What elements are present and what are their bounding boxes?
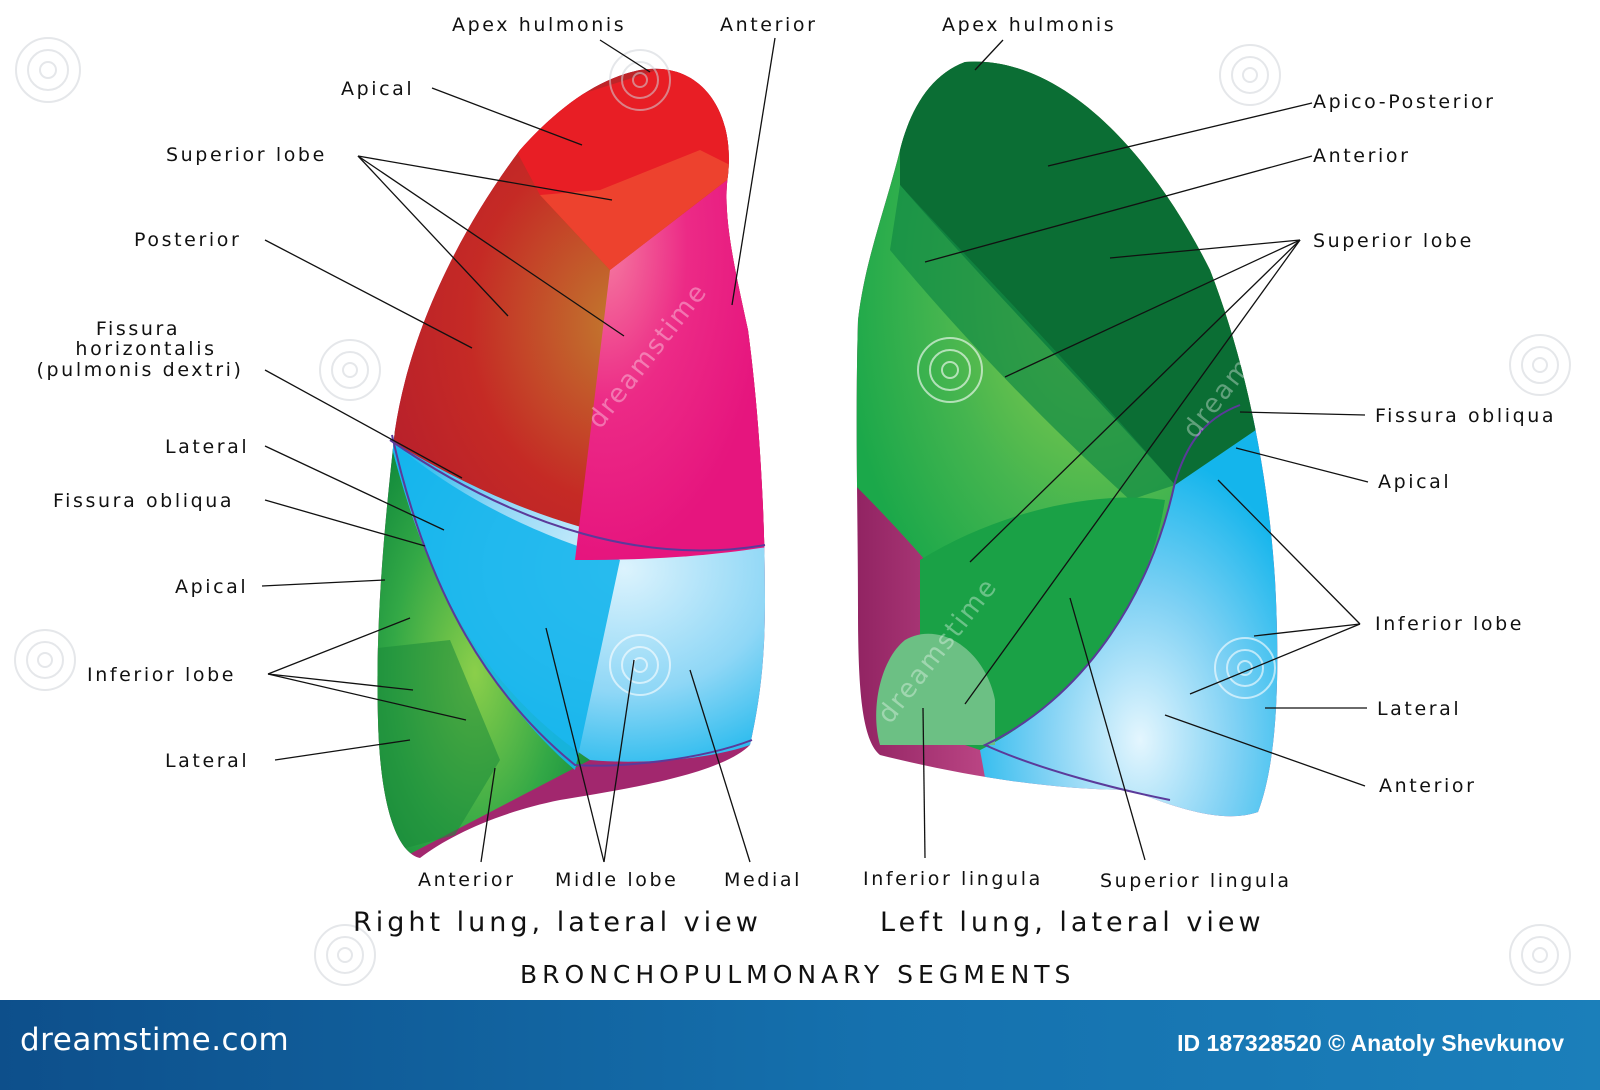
- caption-right-lung: Right lung, lateral view: [353, 907, 762, 938]
- label-superior-lingula-left: Superior lingula: [1100, 870, 1292, 892]
- right-inferior-lower-shade: [377, 640, 500, 858]
- right-lung-leader-lines: [261, 37, 776, 863]
- label-apical-left: Apical: [1378, 471, 1451, 493]
- footer-brand-logo[interactable]: dreamstime.com: [20, 1022, 290, 1058]
- watermark-spiral-icon: [319, 339, 381, 401]
- label-lateral-left: Lateral: [1377, 698, 1461, 720]
- right-lung-labels: Apex hulmonis Anterior Apical Superior l…: [37, 14, 818, 938]
- label-lateral-mid-right: Lateral: [165, 436, 249, 458]
- right-fissura-obliqua-line: [391, 434, 753, 767]
- left-lung-labels: Apex hulmonis Apico-Posterior Anterior S…: [863, 14, 1556, 938]
- label-medial-right: Medial: [724, 869, 802, 891]
- diagram-title: BRONCHOPULMONARY SEGMENTS: [520, 960, 1075, 989]
- label-apical-right: Apical: [341, 78, 414, 100]
- label-anterior-top-left: Anterior: [1313, 145, 1411, 167]
- watermark-spiral-icon: [1509, 334, 1571, 396]
- label-fissura-obliqua-right: Fissura obliqua: [53, 490, 234, 512]
- left-inferior-lobe: [980, 380, 1278, 817]
- watermark-spiral-icon: [917, 337, 983, 403]
- watermark-spiral-icon: [15, 37, 81, 103]
- left-apico-highlight: [890, 185, 1175, 500]
- caption-left-lung: Left lung, lateral view: [880, 907, 1265, 938]
- label-apico-posterior-left: Apico-Posterior: [1313, 91, 1496, 113]
- label-lateral-low-right: Lateral: [165, 750, 249, 772]
- right-middle-lateral: [390, 440, 620, 770]
- left-lung: [856, 61, 1278, 817]
- watermark-spiral-icon: [1509, 924, 1571, 986]
- label-apical-lower-right: Apical: [175, 576, 248, 598]
- watermark-spiral-icon: [609, 49, 671, 111]
- label-anterior-top-right: Anterior: [720, 14, 818, 36]
- label-anterior-low-left: Anterior: [1379, 775, 1477, 797]
- label-posterior-right: Posterior: [134, 229, 241, 251]
- watermark-spiral-icon: [609, 634, 671, 696]
- label-inferior-lingula-left: Inferior lingula: [863, 868, 1043, 890]
- watermark-spiral-icon: [1219, 44, 1281, 106]
- footer-bar: dreamstime.com ID 187328520 © Anatoly Sh…: [0, 1000, 1600, 1090]
- label-superior-lobe-left: Superior lobe: [1313, 230, 1474, 252]
- label-middle-lobe-right: Midle lobe: [555, 869, 678, 891]
- footer-image-credit: ID 187328520 © Anatoly Shevkunov: [1177, 1030, 1564, 1056]
- watermark-spiral-icon: [314, 924, 376, 986]
- label-apex-hulmonis-left: Apex hulmonis: [942, 14, 1116, 36]
- label-anterior-bottom-right: Anterior: [418, 869, 516, 891]
- watermark-layer: dreamstime dreamstime dreamstime: [14, 37, 1571, 986]
- label-inferior-lobe-right: Inferior lobe: [87, 664, 236, 686]
- label-fissura-obliqua-left: Fissura obliqua: [1375, 405, 1556, 427]
- right-apical-highlight: [540, 150, 740, 270]
- label-inferior-lobe-left: Inferior lobe: [1375, 613, 1524, 635]
- right-fissura-horizontalis-line: [389, 439, 766, 552]
- label-fissura-horizontalis-1: Fissura: [96, 318, 180, 340]
- label-superior-lobe-right: Superior lobe: [166, 144, 327, 166]
- watermark-spiral-icon: [14, 629, 76, 691]
- left-fissura-obliqua-line: [982, 404, 1241, 801]
- right-anterior-segment: [575, 170, 765, 560]
- bronchopulmonary-diagram: dreamstime dreamstime dreamstime: [14, 14, 1571, 989]
- label-fissura-horizontalis-2: horizontalis: [75, 338, 216, 360]
- left-inferior-lingula: [876, 633, 995, 745]
- label-apex-hulmonis-right: Apex hulmonis: [452, 14, 626, 36]
- label-fissura-horizontalis-3: (pulmonis dextri): [37, 359, 244, 381]
- left-lung-leader-lines: [922, 39, 1369, 861]
